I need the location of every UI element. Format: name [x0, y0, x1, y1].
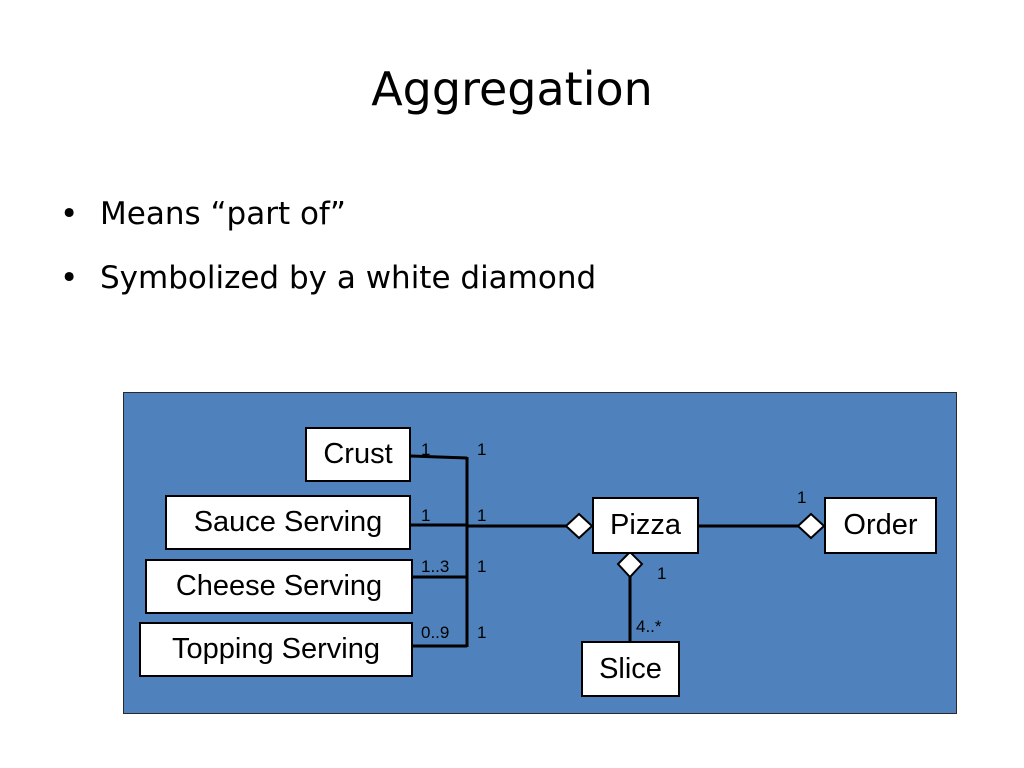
class-box-cheese-serving: Cheese Serving: [145, 559, 413, 614]
class-name: Sauce Serving: [193, 506, 383, 538]
multiplicity-sauce-whole: 1: [477, 506, 487, 525]
class-name: Crust: [323, 438, 393, 470]
multiplicity-cheese-part: 1..3: [421, 557, 450, 576]
class-box-slice: Slice: [581, 641, 680, 697]
bullet-item: • Symbolized by a white diamond: [60, 254, 596, 318]
bullet-list: • Means “part of” • Symbolized by a whit…: [60, 190, 596, 318]
class-box-sauce-serving: Sauce Serving: [165, 495, 411, 550]
multiplicity-pizza-order: 1: [797, 488, 807, 507]
multiplicity-crust-whole: 1: [477, 440, 487, 459]
bullet-text: Symbolized by a white diamond: [100, 260, 597, 296]
multiplicity-topping-whole: 1: [477, 623, 487, 642]
pizza-aggregation-diamond-icon: [564, 512, 594, 540]
multiplicity-cheese-whole: 1: [477, 557, 487, 576]
multiplicity-sauce-part: 1: [421, 506, 431, 525]
class-name: Slice: [599, 652, 662, 685]
crust-connector: [410, 454, 468, 460]
association-lines: [410, 454, 826, 648]
slide-title: Aggregation: [371, 62, 653, 116]
class-box-crust: Crust: [305, 427, 411, 482]
class-box-topping-serving: Topping Serving: [139, 622, 413, 677]
uml-diagram-panel: Crust Sauce Serving Cheese Serving Toppi…: [123, 392, 957, 714]
class-box-pizza: Pizza: [592, 497, 699, 554]
bullet-text: Means “part of”: [100, 196, 346, 232]
slice-aggregation-diamond-icon: [616, 550, 644, 579]
multiplicity-crust-part: 1: [421, 440, 431, 459]
class-name: Order: [843, 509, 918, 541]
bullet-dot-icon: •: [60, 196, 79, 232]
bullet-dot-icon: •: [60, 260, 79, 296]
class-name: Pizza: [610, 509, 681, 541]
multiplicity-topping-part: 0..9: [421, 623, 450, 642]
class-name: Topping Serving: [172, 633, 380, 665]
multiplicity-slice-part: 4..*: [636, 617, 662, 636]
multiplicity-pizza-slice-whole: 1: [657, 564, 667, 583]
order-aggregation-diamond-icon: [796, 512, 826, 540]
class-name: Cheese Serving: [175, 570, 383, 602]
class-box-order: Order: [824, 497, 937, 554]
bullet-item: • Means “part of”: [60, 190, 596, 254]
